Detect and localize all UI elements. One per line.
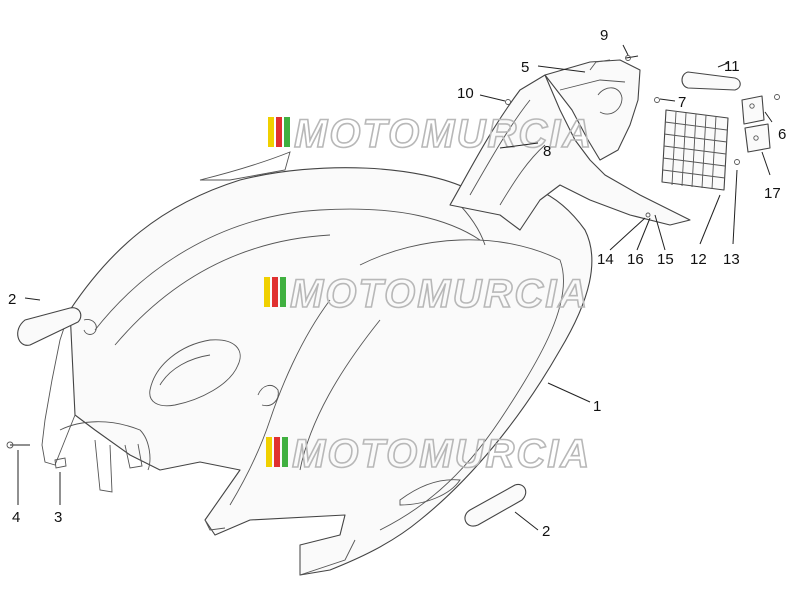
callout-9: 9 [600,27,608,44]
callout-14: 14 [597,251,614,268]
watermark-flag-green [282,437,288,467]
watermark-flag-yellow [268,117,274,147]
watermark-flag-red [276,117,282,147]
watermark-flag-red [274,437,280,467]
side-brackets [741,95,771,153]
callout-2-right: 2 [542,523,550,540]
watermark-bottom: MOTOMURCIA [266,431,591,477]
watermark-flag-yellow [266,437,272,467]
callout-15: 15 [657,251,674,268]
callout-1: 1 [593,398,601,415]
watermark-middle: MOTOMURCIA [264,271,589,317]
callout-2-left: 2 [8,291,16,308]
callout-4: 4 [12,509,20,526]
tail-light-housing [544,59,641,161]
callout-6: 6 [778,126,786,143]
screws [6,55,780,469]
tail-upper-section [449,74,691,231]
watermark-text-bottom: MOTOMURCIA [292,432,591,476]
callout-7: 7 [678,94,686,111]
rear-body-cover [41,151,593,576]
leader-lines [17,44,773,531]
callout-11: 11 [724,58,740,75]
watermark-flag-green [284,117,290,147]
reflector-grid-plate [661,109,729,191]
watermark-flag-red [272,277,278,307]
watermark-text-middle: MOTOMURCIA [290,272,589,316]
watermark-text-top: MOTOMURCIA [294,112,593,156]
watermark-top: MOTOMURCIA [268,111,593,157]
callout-17: 17 [764,185,781,202]
watermark-flag-green [280,277,286,307]
watermark-flag-yellow [264,277,270,307]
callout-12: 12 [690,251,707,268]
callout-13: 13 [723,251,740,268]
callout-5: 5 [521,59,529,76]
callout-labels: 1 2 2 3 4 5 6 7 8 9 10 11 12 13 14 15 16… [8,27,786,540]
oval-badges [17,71,741,527]
callout-10: 10 [457,85,474,102]
callout-3: 3 [54,509,62,526]
callout-16: 16 [627,251,644,268]
callout-8: 8 [543,143,551,160]
